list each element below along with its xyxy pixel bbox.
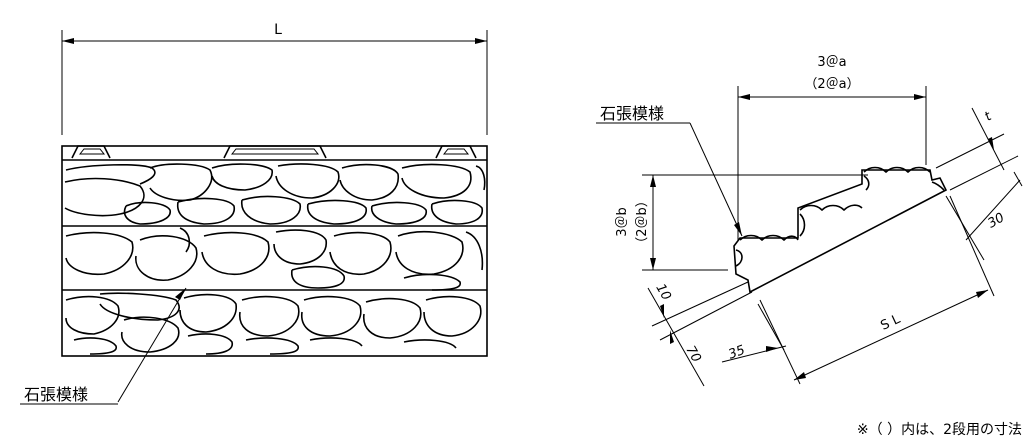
dim-70-label: 70 (682, 343, 703, 365)
dimension-L: L (61, 22, 488, 135)
dimension-step-width: 3＠a （2＠a） (737, 55, 927, 240)
step-width-label-alt: （2＠a） (804, 77, 859, 92)
dimension-note: ※（ ）内は、2段用の寸法 (857, 422, 1022, 438)
step-width-label: 3＠a (817, 55, 846, 70)
thickness-label: t (982, 109, 995, 125)
dimension-slope-length: S L (759, 195, 995, 385)
slope-length-label: S L (878, 312, 903, 334)
dim-10-label: 10 (652, 281, 673, 303)
dim-30-label: 30 (985, 210, 1007, 231)
section-view: 石張模様 3＠a （2＠a） 3＠b （2＠b） (596, 55, 1023, 387)
front-pattern-leader: 石張模様 (20, 287, 187, 405)
step-height-label: 3＠b (615, 207, 630, 237)
dimension-30: 30 (945, 171, 1023, 261)
dimension-step-height: 3＠b （2＠b） (615, 174, 868, 271)
front-pattern-label: 石張模様 (24, 385, 88, 404)
dimension-10-70: 10 70 (647, 281, 753, 387)
front-view: L (20, 22, 488, 405)
dim-35-label: 35 (726, 343, 747, 363)
stone-pattern (64, 163, 486, 355)
section-pattern-label: 石張模様 (600, 104, 664, 123)
dimension-thickness: t (935, 107, 1019, 191)
lifting-lugs (71, 145, 477, 159)
step-height-label-alt: （2＠b） (635, 194, 650, 250)
front-body (61, 145, 488, 357)
length-label: L (274, 22, 282, 38)
step-section (733, 166, 948, 294)
